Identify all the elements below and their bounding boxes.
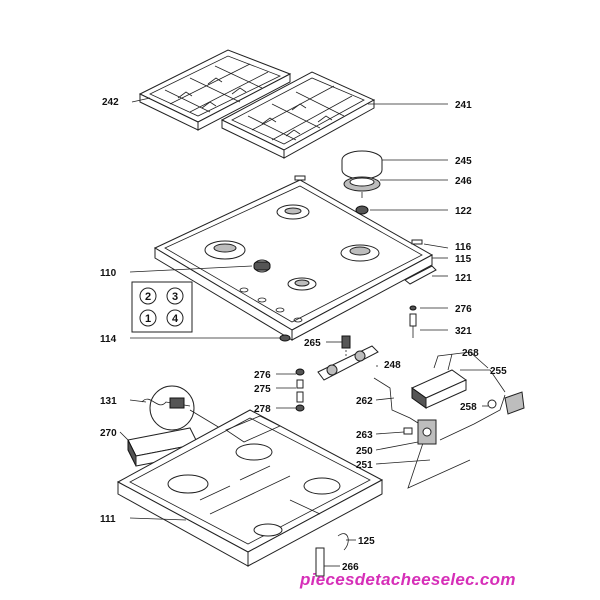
spark-electrode-set [295,368,305,412]
part-label-265: 265 [304,338,321,349]
bottom-tray [116,409,384,567]
part-label-250: 250 [356,446,373,457]
part-label-278: 278 [254,404,271,415]
cable-clip [337,533,349,551]
gas-pipe [373,377,506,489]
hob-top-plate [153,175,434,341]
hob-foot [279,334,291,342]
gas-inlet-elbow [487,391,525,415]
part-label-266: 266 [342,562,359,573]
part-label-321: 321 [455,326,472,337]
part-label-258: 258 [460,402,477,413]
hob-frame-strip [404,265,437,285]
part-label-114: 114 [100,334,117,345]
safety-valve [403,419,437,445]
part-label-268: 268 [462,348,479,359]
part-label-246: 246 [455,176,472,187]
part-label-111: 111 [100,514,116,525]
part-label-242: 242 [102,97,119,108]
leader-lines [119,97,506,567]
part-label-121: 121 [455,273,472,284]
burner-key-3: 3 [172,291,178,303]
part-label-248: 248 [384,360,401,371]
injector-nut [355,205,369,215]
part-label-116: 116 [455,242,472,253]
part-label-115: 115 [455,254,472,265]
burner-key-4: 4 [172,313,179,325]
part-label-276-upper: 276 [455,304,472,315]
burner-cap [341,150,383,180]
part-label-262: 262 [356,396,373,407]
part-label-241: 241 [455,100,472,111]
gas-valve-assembly [317,345,379,381]
part-label-125: 125 [358,536,375,547]
part-label-110: 110 [100,268,117,279]
drain-pipe [315,547,325,577]
burner-key-2: 2 [145,291,151,303]
part-label-263: 263 [356,430,373,441]
part-label-131: 131 [100,396,117,407]
pan-support-left [138,49,292,131]
spark-plug [409,305,417,338]
part-label-276-lower: 276 [254,370,271,381]
part-label-270: 270 [100,428,117,439]
part-labels: 242 241 245 246 122 116 115 110 121 276 … [100,97,507,573]
burner-key-box: 2 3 1 4 [131,281,193,333]
part-label-255: 255 [490,366,507,377]
ignition-generator [411,351,489,409]
control-knob [253,259,271,273]
burner-key-1: 1 [145,313,151,325]
burner-crown [343,176,381,198]
pan-support-right [220,71,376,159]
part-label-245: 245 [455,156,472,167]
part-label-251: 251 [356,460,373,471]
part-label-275: 275 [254,384,271,395]
part-label-122: 122 [455,206,472,217]
site-watermark: piecesdetacheeselec.com [300,570,516,589]
